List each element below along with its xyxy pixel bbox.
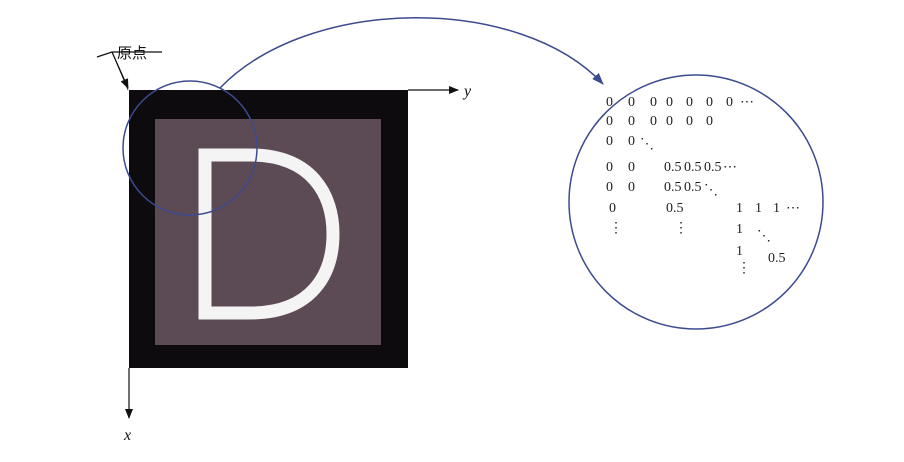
- matrix-cell: 0: [726, 95, 733, 110]
- matrix-cell: 0.5: [768, 251, 786, 266]
- matrix-cell: 1: [755, 201, 762, 216]
- matrix-cell: ⋮: [674, 221, 688, 236]
- matrix-cell: ⋱: [704, 183, 718, 198]
- matrix-cell: 0: [706, 114, 713, 129]
- pixel-value-matrix: 0 0 0 0 0 0 0 ⋯ 0 0 0 0 0 0 0 0 ⋱ 0 0 0.…: [606, 95, 800, 276]
- matrix-cell: 0: [706, 95, 713, 110]
- matrix-cell: 0: [628, 180, 635, 195]
- matrix-cell: 0: [650, 114, 657, 129]
- matrix-cell: 0: [686, 95, 693, 110]
- matrix-cell: 1: [736, 244, 743, 259]
- matrix-cell: 0: [628, 95, 635, 110]
- matrix-cell: ⋱: [757, 229, 771, 244]
- matrix-cell: 0: [609, 201, 616, 216]
- matrix-cell: 0: [606, 160, 613, 175]
- matrix-cell: ⋯: [740, 95, 754, 110]
- x-axis-label: x: [123, 427, 131, 444]
- matrix-cell: ⋮: [737, 261, 751, 276]
- matrix-cell: 0: [606, 180, 613, 195]
- matrix-cell: 0.5: [704, 160, 722, 175]
- matrix-cell: 0: [606, 134, 613, 149]
- matrix-cell: ⋯: [786, 201, 800, 216]
- y-axis-label: y: [462, 83, 472, 100]
- matrix-cell: 1: [736, 222, 743, 237]
- matrix-cell: ⋮: [609, 221, 623, 236]
- matrix-cell: 0: [666, 95, 673, 110]
- matrix-cell: 0: [606, 95, 613, 110]
- matrix-cell: 0.5: [664, 160, 682, 175]
- matrix-cell: ⋱: [640, 137, 654, 152]
- matrix-cell: 0: [628, 134, 635, 149]
- matrix-cell: 0.5: [664, 180, 682, 195]
- origin-pointer-arrow-2: [111, 51, 129, 91]
- matrix-cell: 1: [736, 201, 743, 216]
- matrix-cell: 1: [773, 201, 780, 216]
- zoom-matrix-circle: [568, 74, 824, 330]
- matrix-cell: 0: [606, 114, 613, 129]
- origin-label: 原点: [117, 44, 147, 62]
- matrix-cell: 0: [666, 114, 673, 129]
- zoom-source-circle: [122, 80, 258, 216]
- matrix-cell: ⋯: [723, 160, 737, 175]
- matrix-cell: 0: [628, 114, 635, 129]
- matrix-cell: 0: [628, 160, 635, 175]
- matrix-cell: 0: [686, 114, 693, 129]
- matrix-cell: 0.5: [684, 180, 702, 195]
- matrix-cell: 0: [650, 95, 657, 110]
- zoom-connector-arrow: [219, 17, 604, 89]
- matrix-cell: 0.5: [684, 160, 702, 175]
- letter-d-shape: [198, 148, 340, 320]
- matrix-cell: 0.5: [666, 201, 684, 216]
